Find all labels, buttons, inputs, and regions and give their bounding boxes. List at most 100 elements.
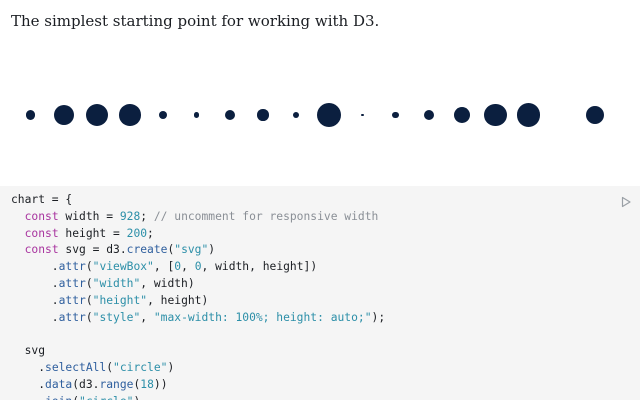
code-token: "circle" bbox=[113, 360, 168, 374]
code-token: ( bbox=[167, 243, 175, 257]
code-token bbox=[11, 243, 25, 256]
code-token: . bbox=[11, 310, 59, 324]
code-line: .attr("style", "max-width: 100%; height:… bbox=[11, 310, 640, 327]
circle-mark bbox=[516, 103, 541, 127]
run-cell-button[interactable] bbox=[620, 193, 632, 208]
code-token: . bbox=[11, 276, 59, 290]
circle-mark bbox=[317, 102, 342, 128]
code-token: ( bbox=[85, 260, 93, 274]
code-token: range bbox=[99, 377, 134, 391]
circle-cell bbox=[346, 80, 379, 150]
circle-cell bbox=[14, 80, 47, 150]
code-token: selectAll bbox=[45, 360, 107, 374]
code-token: ) bbox=[208, 243, 216, 257]
code-token: "svg" bbox=[174, 243, 209, 257]
circle-mark bbox=[25, 110, 36, 120]
code-token: , bbox=[181, 260, 195, 274]
code-token: , [ bbox=[153, 260, 175, 274]
code-line: svg bbox=[11, 343, 640, 360]
code-token: ( bbox=[85, 310, 93, 324]
code-token: ( bbox=[85, 276, 93, 290]
circle-cell bbox=[545, 80, 578, 150]
code-token: // uncomment for responsive width bbox=[153, 209, 379, 223]
code-token: ) bbox=[167, 360, 175, 374]
code-token: attr bbox=[58, 276, 86, 290]
code-line: const svg = d3.create("svg") bbox=[11, 242, 640, 259]
circle-cell bbox=[280, 80, 313, 150]
circle-mark bbox=[85, 103, 109, 127]
code-line bbox=[11, 326, 640, 343]
code-cell[interactable]: chart = { const width = 928; // uncommen… bbox=[0, 186, 640, 400]
code-editor[interactable]: chart = { const width = 928; // uncommen… bbox=[0, 186, 640, 400]
circle-cell bbox=[213, 80, 246, 150]
code-line: .attr("width", width) bbox=[11, 276, 640, 293]
code-line: .attr("viewBox", [0, 0, width, height]) bbox=[11, 259, 640, 276]
circle-mark bbox=[454, 107, 471, 123]
circle-cell bbox=[379, 80, 412, 150]
code-token: ( bbox=[72, 395, 79, 400]
code-token: ) bbox=[133, 395, 140, 400]
code-token: (d3. bbox=[72, 377, 100, 391]
code-token: 0 bbox=[194, 260, 202, 274]
code-token: svg = d3. bbox=[58, 243, 127, 257]
code-line: const width = 928; // uncomment for resp… bbox=[11, 209, 640, 226]
circle-cell bbox=[313, 80, 346, 150]
circle-row-chart bbox=[0, 80, 640, 150]
code-token: 18 bbox=[140, 377, 154, 391]
code-token: const bbox=[24, 243, 59, 257]
circle-cell bbox=[147, 80, 180, 150]
circle-mark bbox=[361, 113, 364, 117]
code-token: . bbox=[11, 360, 46, 374]
circle-mark bbox=[392, 111, 400, 119]
code-token: "viewBox" bbox=[92, 260, 154, 274]
code-token: , height) bbox=[147, 293, 209, 307]
circle-cell bbox=[180, 80, 213, 150]
code-token: 200 bbox=[126, 226, 148, 240]
code-token: "width" bbox=[92, 276, 141, 290]
circle-mark bbox=[257, 109, 269, 121]
code-token: attr bbox=[58, 260, 86, 274]
circle-cell bbox=[114, 80, 147, 150]
play-icon bbox=[621, 196, 631, 208]
circle-mark bbox=[224, 109, 235, 121]
code-token: data bbox=[45, 377, 73, 391]
code-token bbox=[11, 227, 25, 240]
code-token: "style" bbox=[92, 310, 141, 324]
code-token: "height" bbox=[92, 293, 148, 307]
code-token: const bbox=[24, 209, 59, 223]
code-token: height = bbox=[58, 226, 127, 240]
code-token: . bbox=[11, 293, 59, 307]
code-token: ( bbox=[106, 360, 114, 374]
code-token: . bbox=[11, 377, 46, 391]
code-token: , width) bbox=[140, 276, 195, 290]
code-line: .data(d3.range(18)) bbox=[11, 377, 640, 394]
code-token: const bbox=[24, 226, 59, 240]
circle-cell bbox=[80, 80, 113, 150]
circle-mark bbox=[193, 112, 200, 118]
code-token: 0 bbox=[174, 260, 182, 274]
code-token: width = bbox=[58, 209, 120, 223]
circle-mark bbox=[484, 103, 507, 127]
intro-text: The simplest starting point for working … bbox=[11, 12, 380, 30]
code-token: ( bbox=[85, 293, 93, 307]
code-line: .join("circle") bbox=[11, 394, 640, 400]
code-token: "max-width: 100%; height: auto;" bbox=[153, 310, 372, 324]
circle-mark bbox=[292, 111, 300, 119]
circle-cell bbox=[246, 80, 279, 150]
circle-mark bbox=[119, 104, 141, 126]
code-line: .selectAll("circle") bbox=[11, 360, 640, 377]
circle-cell bbox=[412, 80, 445, 150]
circle-mark bbox=[53, 105, 74, 125]
circle-cell bbox=[512, 80, 545, 150]
code-token: ); bbox=[371, 310, 386, 324]
code-token: attr bbox=[58, 293, 86, 307]
code-token: "circle" bbox=[79, 395, 133, 400]
circle-cell bbox=[479, 80, 512, 150]
code-token: 928 bbox=[119, 209, 141, 223]
code-token: ; bbox=[140, 209, 154, 223]
circle-mark bbox=[159, 110, 168, 120]
code-token: , width, height]) bbox=[201, 260, 318, 274]
code-token: )) bbox=[153, 377, 168, 391]
circle-cell bbox=[47, 80, 80, 150]
code-line: chart = { bbox=[11, 192, 640, 209]
